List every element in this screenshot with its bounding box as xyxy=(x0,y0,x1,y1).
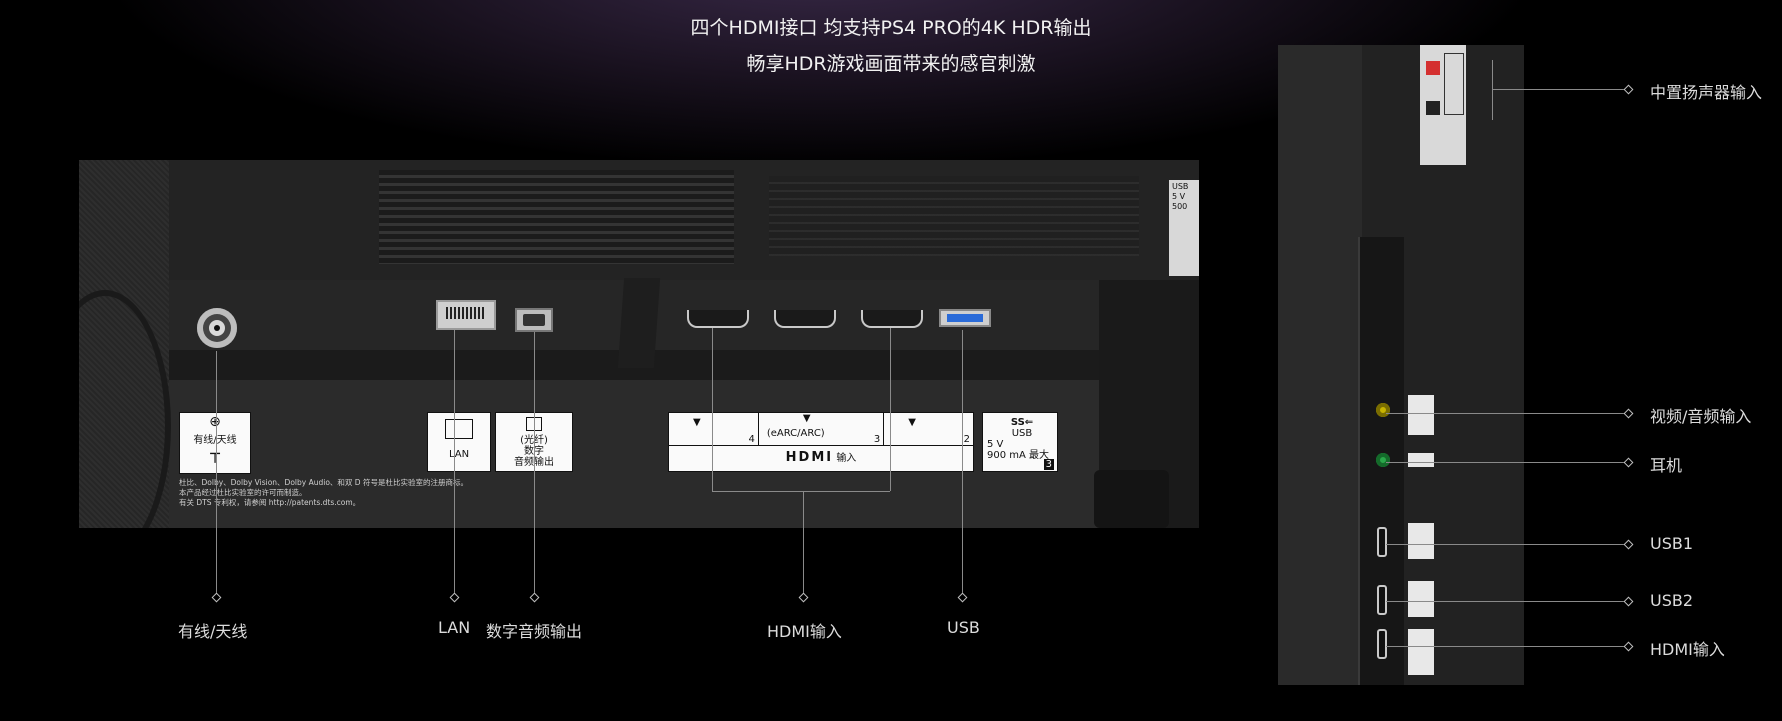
callout-diamond-optical-icon xyxy=(529,592,540,603)
callout-diamond-lan-icon xyxy=(449,592,460,603)
panel-vent-grille-secondary xyxy=(769,176,1139,256)
lan-port[interactable] xyxy=(436,300,496,330)
rear-panel-image: USB 5 V 500 ⊕ 有线/天线 ┬ LAN (光纤) 数字 音频输出 ▼… xyxy=(79,160,1199,528)
panel-edge-label: USB 5 V 500 xyxy=(1169,180,1199,276)
hdmi-logo: HDMI xyxy=(785,450,834,465)
lan-label-text: LAN xyxy=(448,449,470,460)
leader-line-hdmi4 xyxy=(712,328,713,491)
callout-label-hdmi-side: HDMI输入 xyxy=(1650,640,1725,659)
hdmi-side-port[interactable] xyxy=(1377,629,1387,659)
callout-diamond-hdmi-icon xyxy=(798,592,809,603)
callout-label-usb1: USB1 xyxy=(1650,534,1694,553)
callout-diamond-usb-icon xyxy=(957,592,968,603)
headphone-jack[interactable] xyxy=(1376,453,1390,467)
hdmi-arrow-icon: ▼ xyxy=(693,417,701,428)
antenna-symbol-icon: ⊕ xyxy=(209,414,221,430)
hdmi-label-2: ▼ 2 xyxy=(884,413,973,445)
leader-line-hdmi-side xyxy=(1386,646,1628,647)
hdmi-input-text: 输入 xyxy=(836,453,857,464)
callout-diamond-av-in-icon xyxy=(1623,408,1634,419)
callout-label-lan: LAN xyxy=(438,618,471,637)
callout-label-headphone: 耳机 xyxy=(1650,456,1683,475)
callout-diamond-headphone-icon xyxy=(1623,457,1634,468)
speaker-red-terminal-icon[interactable] xyxy=(1426,61,1440,75)
callout-label-usb2: USB2 xyxy=(1650,591,1694,610)
panel-vent-grille xyxy=(379,170,734,264)
panel-divider-tab xyxy=(617,278,661,368)
antenna-port-label: ⊕ 有线/天线 ┬ xyxy=(179,412,251,474)
hdmi-port-label: ▼ 4 ▼ (eARC/ARC) 3 ▼ 2 HDMI 输入 xyxy=(668,412,974,472)
callout-label-usb: USB xyxy=(947,618,980,637)
side-panel-image xyxy=(1278,45,1524,685)
leader-line-hdmi-bracket xyxy=(712,491,890,492)
speaker-black-terminal-icon[interactable] xyxy=(1426,101,1440,115)
hdmi-arrow-icon: ▼ xyxy=(908,417,916,428)
trademark-footnote: 杜比、Dolby、Dolby Vision、Dolby Audio、和双 D 符… xyxy=(179,478,468,507)
antenna-port[interactable] xyxy=(197,308,237,348)
callout-diamond-usb2-icon xyxy=(1623,596,1634,607)
leader-line-hdmi2 xyxy=(890,328,891,491)
header-line-2: 畅享HDR游戏画面带来的感官刺激 xyxy=(746,53,1036,75)
hdmi-label-4: ▼ 4 xyxy=(669,413,759,445)
leader-line-usb xyxy=(962,330,963,595)
hdmi-port-3[interactable] xyxy=(774,310,836,328)
leader-line-optical xyxy=(534,332,535,595)
hdmi-label-3: ▼ (eARC/ARC) 3 xyxy=(759,413,885,445)
hdmi-port-2[interactable] xyxy=(861,310,923,328)
optical-port[interactable] xyxy=(515,308,553,332)
hdmi-number-3: 3 xyxy=(873,434,881,445)
usb1-label-icon xyxy=(1408,523,1434,559)
center-speaker-terminal xyxy=(1420,45,1466,165)
leader-line-center-speaker-bracket xyxy=(1492,60,1493,120)
usb-spec: 5 V 900 mA 最大 xyxy=(987,439,1050,461)
lan-symbol-icon xyxy=(445,419,473,439)
headphone-label-icon xyxy=(1408,453,1434,467)
av-in-label-icon xyxy=(1408,395,1434,435)
leader-line-av-in xyxy=(1386,413,1628,414)
leader-line-usb1 xyxy=(1386,544,1628,545)
callout-diamond-hdmi-side-icon xyxy=(1623,641,1634,652)
usb-word: USB xyxy=(1011,428,1033,439)
leader-line-headphone xyxy=(1386,462,1628,463)
antenna-t-icon: ┬ xyxy=(210,444,220,463)
usb-number: 3 xyxy=(1043,459,1054,470)
hdmi-label-footer: HDMI 输入 xyxy=(669,446,973,471)
hdmi-side-label-icon xyxy=(1408,629,1434,675)
callout-label-center-speaker: 中置扬声器输入 xyxy=(1650,83,1763,102)
callout-diamond-usb1-icon xyxy=(1623,539,1634,550)
callout-diamond-center-speaker-icon xyxy=(1623,84,1634,95)
callout-label-hdmi: HDMI输入 xyxy=(767,622,842,641)
leader-line-antenna xyxy=(216,351,217,595)
leader-line-usb2 xyxy=(1386,601,1628,602)
usb2-label-icon xyxy=(1408,581,1434,617)
hdmi-number-4: 4 xyxy=(748,434,755,445)
usb-port-3[interactable] xyxy=(939,309,991,327)
header-title: 四个HDMI接口 均支持PS4 PRO的4K HDR输出 畅享HDR游戏画面带来… xyxy=(0,10,1782,82)
hdmi-earc-text: (eARC/ARC) xyxy=(766,428,825,439)
usb-logo-icon: SS⇐ xyxy=(1010,417,1034,428)
usb2-port[interactable] xyxy=(1377,585,1387,615)
callout-label-antenna: 有线/天线 xyxy=(178,622,248,641)
callout-diamond-antenna-icon xyxy=(211,592,222,603)
callout-label-av-in: 视频/音频输入 xyxy=(1650,407,1752,426)
hdmi-number-2: 2 xyxy=(963,434,971,445)
usb1-port[interactable] xyxy=(1377,527,1387,557)
antenna-label-text: 有线/天线 xyxy=(193,435,237,446)
lan-port-label: LAN xyxy=(427,412,491,472)
hdmi-arrow-icon: ▼ xyxy=(802,413,811,424)
leader-line-hdmi xyxy=(803,491,804,595)
speaker-label-box xyxy=(1444,53,1464,115)
hdmi-port-4[interactable] xyxy=(687,310,749,328)
panel-right-box xyxy=(1094,470,1169,528)
leader-line-lan xyxy=(454,330,455,595)
header-line-1: 四个HDMI接口 均支持PS4 PRO的4K HDR输出 xyxy=(690,17,1092,39)
usb-port-label: SS⇐ USB 5 V 900 mA 最大 3 xyxy=(982,412,1058,472)
callout-label-optical: 数字音频输出 xyxy=(486,622,583,641)
hdmi-label-ports-row: ▼ 4 ▼ (eARC/ARC) 3 ▼ 2 xyxy=(669,413,973,446)
av-in-jack[interactable] xyxy=(1376,403,1390,417)
leader-line-center-speaker xyxy=(1492,89,1628,90)
